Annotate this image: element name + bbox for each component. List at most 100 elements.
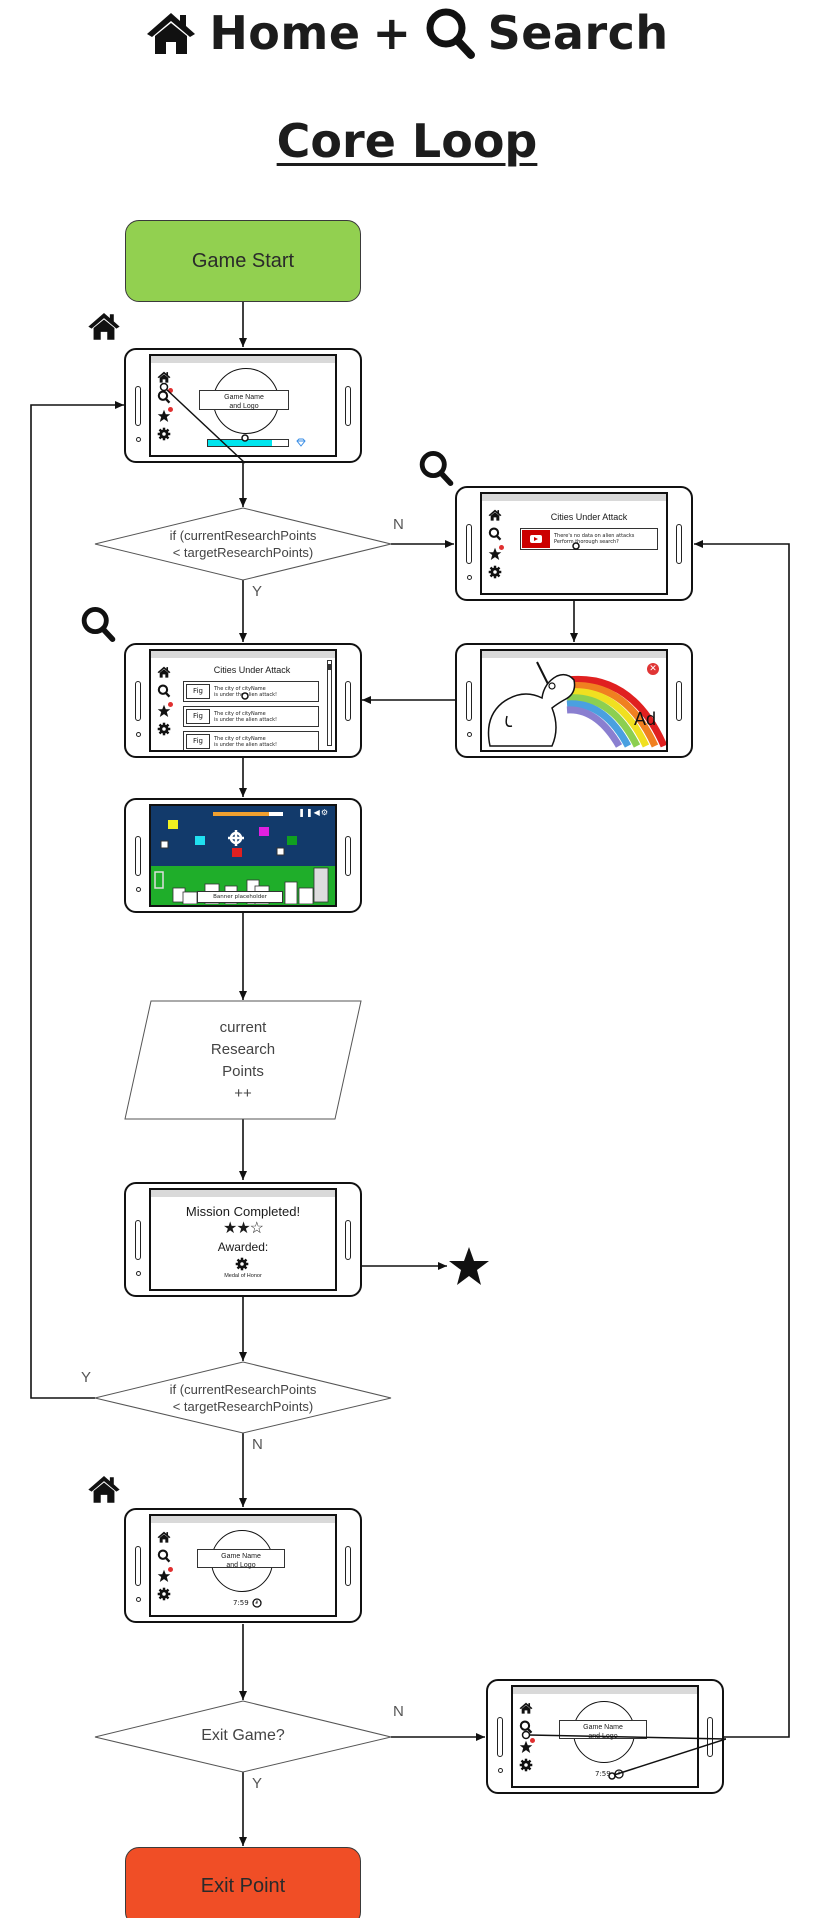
- nav-home-icon[interactable]: [157, 1530, 171, 1544]
- interaction-line: [572, 542, 580, 550]
- phone-cities-screen: Cities Under Attack Fig The city of city…: [124, 643, 362, 758]
- nav-search-icon[interactable]: [157, 1549, 171, 1563]
- screen: ❚❚◀⚙ Banner placeholder: [149, 804, 337, 907]
- scrollbar-thumb[interactable]: [328, 664, 331, 670]
- status-bar: [482, 651, 666, 658]
- phone-home-screen: Game Name and Logo: [124, 348, 362, 464]
- title-search-text: Search: [487, 6, 669, 60]
- logo-placeholder: Game Name and Logo: [197, 1549, 285, 1569]
- nav-star-icon[interactable]: [519, 1738, 535, 1753]
- status-bar: [151, 1516, 335, 1523]
- nav-bar: [157, 370, 173, 441]
- page-title: Home + Search: [0, 6, 814, 60]
- title-plus: +: [372, 6, 412, 60]
- nav-star-icon[interactable]: [488, 545, 504, 560]
- nav-gear-icon[interactable]: [488, 565, 502, 579]
- decision-1-line2: < targetResearchPoints): [172, 545, 314, 560]
- status-bar: [151, 651, 335, 658]
- home-button: [467, 575, 472, 580]
- speaker: [676, 524, 682, 564]
- decision-2-no-label: N: [252, 1436, 263, 1453]
- logo-text: Game Name: [224, 394, 264, 401]
- home-button: [136, 1597, 141, 1602]
- nav-home-icon[interactable]: [488, 508, 502, 522]
- unicorn-ad-image: [487, 661, 666, 748]
- pause-sound-settings-icons[interactable]: ❚❚◀⚙: [298, 808, 329, 817]
- exit-node: Exit Point: [125, 1847, 361, 1918]
- nav-search-icon[interactable]: [519, 1720, 533, 1734]
- process-line: Points: [222, 1063, 264, 1080]
- section-title: Core Loop: [276, 114, 538, 168]
- timer-text: 7:59: [233, 1599, 249, 1607]
- speaker: [497, 1717, 503, 1757]
- nav-gear-icon[interactable]: [157, 1587, 171, 1601]
- title-home-text: Home: [209, 6, 361, 60]
- banner-placeholder: Banner placeholder: [197, 891, 283, 903]
- nav-search-icon[interactable]: [157, 388, 173, 404]
- notice-text: There's no data on alien attacks: [554, 533, 635, 539]
- home-button: [498, 1768, 503, 1773]
- home-button: [136, 732, 141, 737]
- start-node: Game Start: [125, 220, 361, 302]
- clock-icon: [252, 1598, 262, 1608]
- health-bar: [213, 812, 283, 816]
- speaker: [345, 1546, 351, 1586]
- scrollbar[interactable]: [327, 660, 332, 746]
- process-line: ++: [234, 1085, 252, 1102]
- home-marker-icon: [88, 312, 120, 340]
- search-notice-card[interactable]: There's no data on alien attacks Perform…: [520, 528, 658, 550]
- process-line: current: [219, 1019, 267, 1036]
- screen-title: Cities Under Attack: [550, 512, 628, 522]
- decision-exit-text: Exit Game?: [201, 1727, 285, 1744]
- nav-star-icon[interactable]: [157, 702, 173, 717]
- nav-bar: [488, 508, 504, 579]
- search-marker-icon: [81, 607, 116, 642]
- ammo-meter: [313, 867, 329, 903]
- home-button: [136, 437, 141, 442]
- game-sprites: [154, 820, 329, 904]
- status-bar: [151, 1190, 335, 1197]
- nav-gear-icon[interactable]: [157, 722, 171, 736]
- interaction-line: [159, 382, 249, 464]
- health-fill: [213, 812, 269, 816]
- progress-fill: [208, 440, 272, 446]
- timer-text: 7:59: [595, 1770, 611, 1778]
- nav-home-icon[interactable]: [157, 370, 171, 384]
- nav-home-icon[interactable]: [157, 665, 171, 679]
- nav-home-icon[interactable]: [519, 1701, 533, 1715]
- medal-gear-icon[interactable]: [235, 1257, 249, 1271]
- award-star-icon: [449, 1247, 489, 1285]
- mission-title: Mission Completed!: [185, 1204, 301, 1219]
- city-text: is under the alien attack!: [214, 716, 277, 723]
- speaker: [135, 1220, 141, 1260]
- city-text: The city of cityName: [214, 735, 266, 742]
- search-marker-icon: [419, 451, 454, 486]
- status-bar: [482, 494, 666, 501]
- nav-bar: [157, 665, 173, 736]
- video-ad-icon[interactable]: [522, 530, 550, 548]
- speaker: [707, 1717, 713, 1757]
- nav-search-icon[interactable]: [488, 527, 502, 541]
- speaker: [676, 681, 682, 721]
- home-button: [467, 732, 472, 737]
- city-figure: Fig: [186, 734, 210, 749]
- timer: 7:59: [233, 1598, 262, 1608]
- arrow-right-loop: [694, 540, 790, 1738]
- speaker: [345, 1220, 351, 1260]
- nav-star-icon[interactable]: [157, 1567, 173, 1582]
- nav-star-icon[interactable]: [157, 407, 173, 422]
- star-filled-icon: ★: [236, 1220, 250, 1237]
- speaker: [466, 524, 472, 564]
- diamond-icon: [296, 438, 306, 447]
- notification-dot: [530, 1738, 535, 1743]
- home-marker-icon: [88, 1475, 120, 1503]
- phone-game-screen: ❚❚◀⚙ Banner placeholder: [124, 798, 362, 913]
- close-ad-icon[interactable]: ✕: [647, 663, 659, 675]
- nav-search-icon[interactable]: [157, 684, 171, 698]
- city-figure: Fig: [186, 684, 210, 699]
- nav-gear-icon[interactable]: [519, 1758, 533, 1772]
- nav-gear-icon[interactable]: [157, 427, 171, 441]
